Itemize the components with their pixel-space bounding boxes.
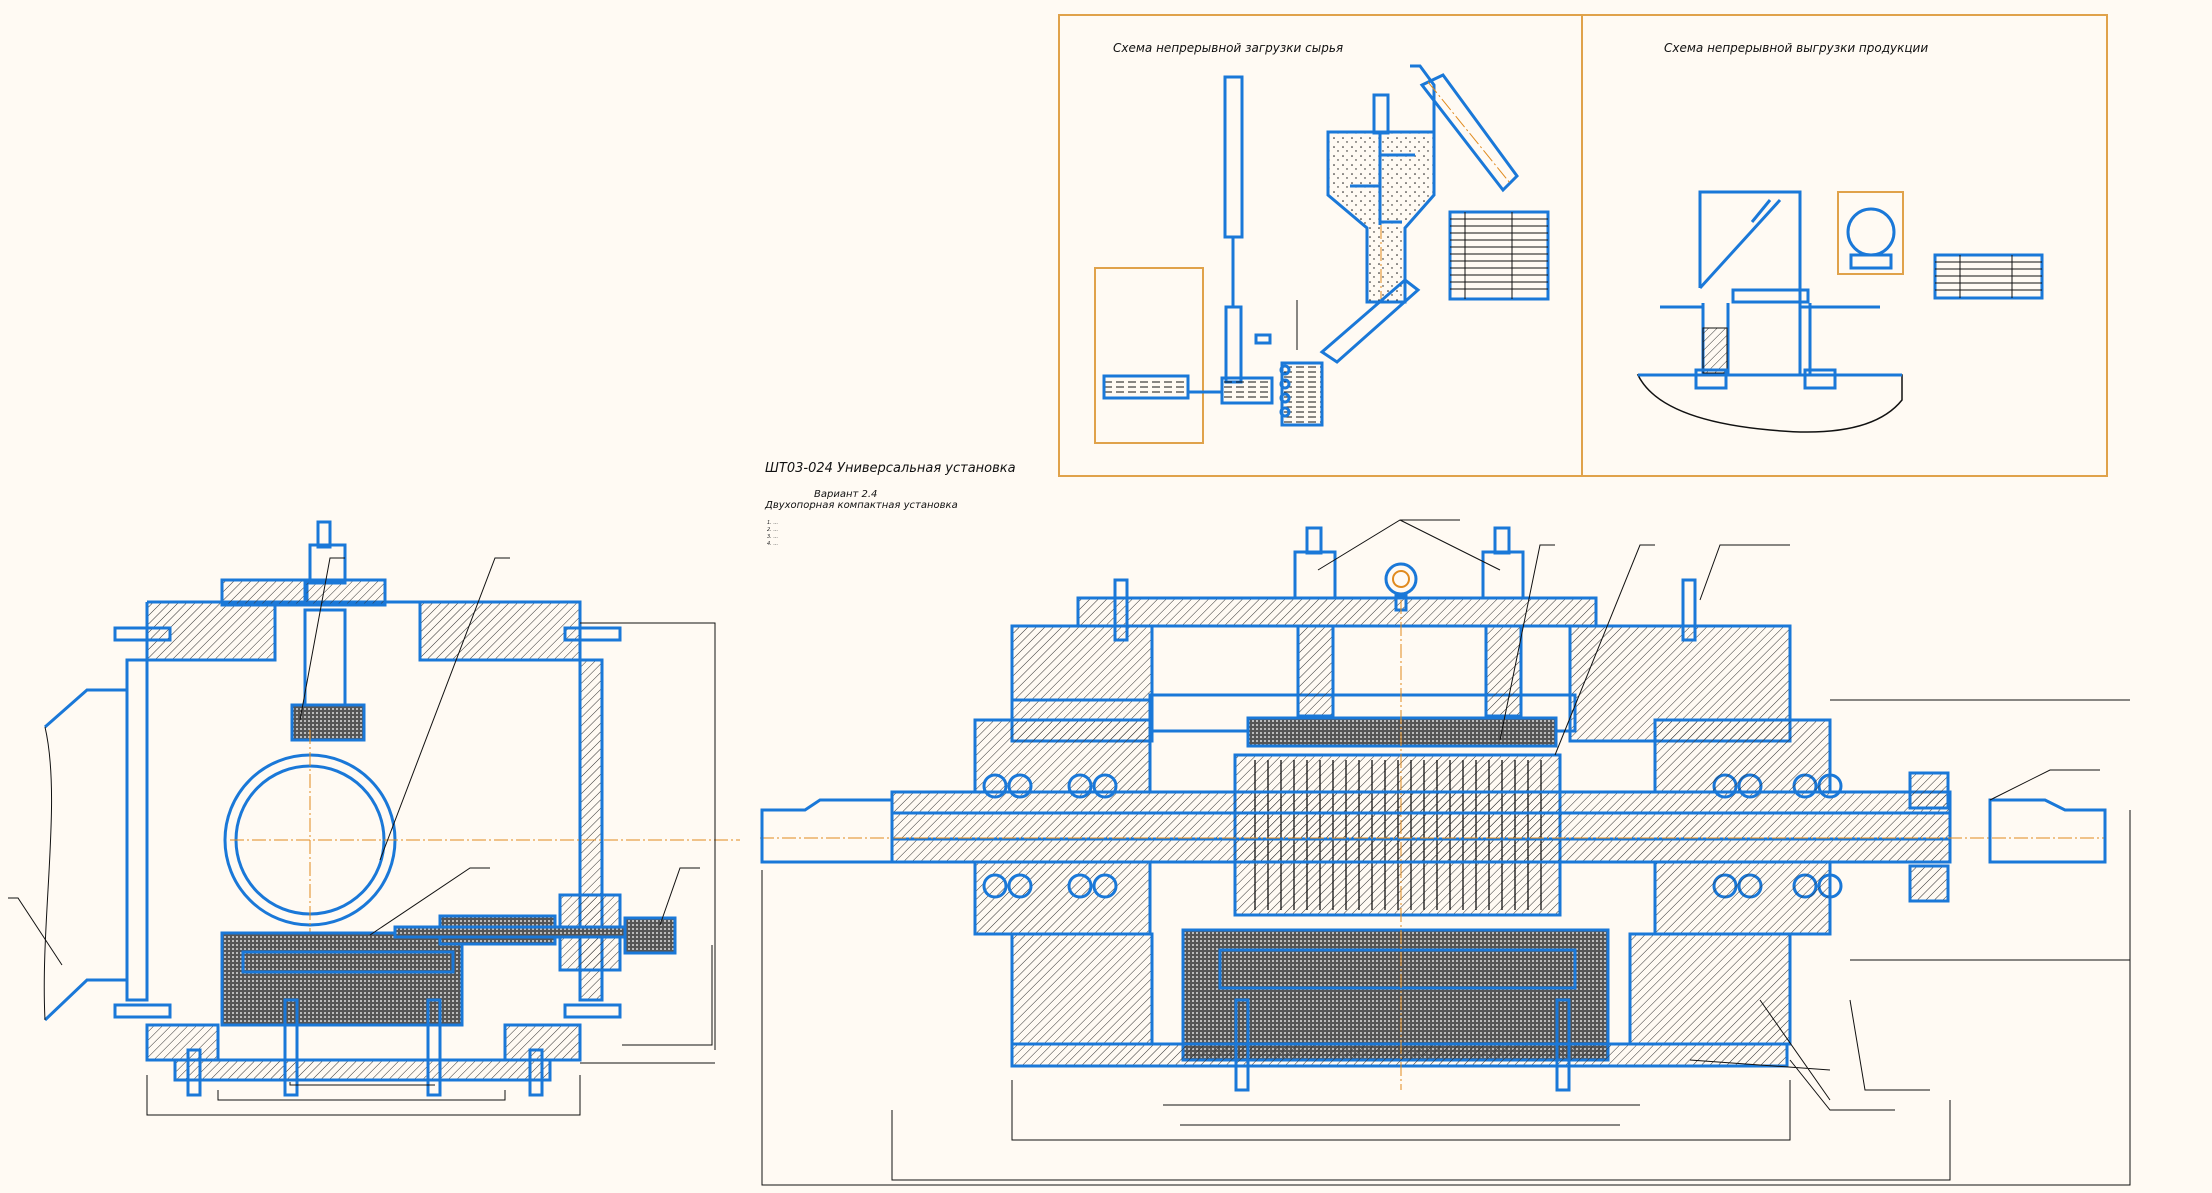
bolt-icon: [113, 626, 622, 1097]
lifting-eye-icon: [1384, 562, 1418, 612]
unloading-legend-table: [1933, 253, 2044, 300]
loading-scheme: [1094, 64, 1550, 444]
side-section-view: [8, 520, 740, 1116]
note-1: 1. ...: [767, 520, 778, 526]
drawing-variant: Вариант 2.4: [814, 489, 877, 500]
bolt-icon: [1113, 578, 1697, 1092]
loading-legend-table: [1448, 210, 1550, 301]
note-3: 3. ...: [767, 534, 778, 540]
drawing-title: ШТ03-024 Универсальная установка: [765, 461, 1016, 476]
drawing-subtitle: Двухопорная компактная установка: [764, 500, 958, 511]
scheme-panel: [1058, 14, 2108, 477]
motor-icon: [1846, 207, 1896, 257]
note-2: 2. ...: [767, 527, 778, 533]
heating-coil-icon: [1279, 364, 1291, 418]
main-section-view: [760, 519, 2131, 1186]
unloading-scheme: [1636, 190, 2044, 433]
loading-scheme-title: Схема непрерывной загрузки сырья: [1113, 41, 1343, 55]
unloading-scheme-title: Схема непрерывной выгрузки продукции: [1664, 41, 1928, 55]
note-4: 4. ...: [767, 541, 778, 547]
pressure-screw: [1293, 526, 1525, 718]
